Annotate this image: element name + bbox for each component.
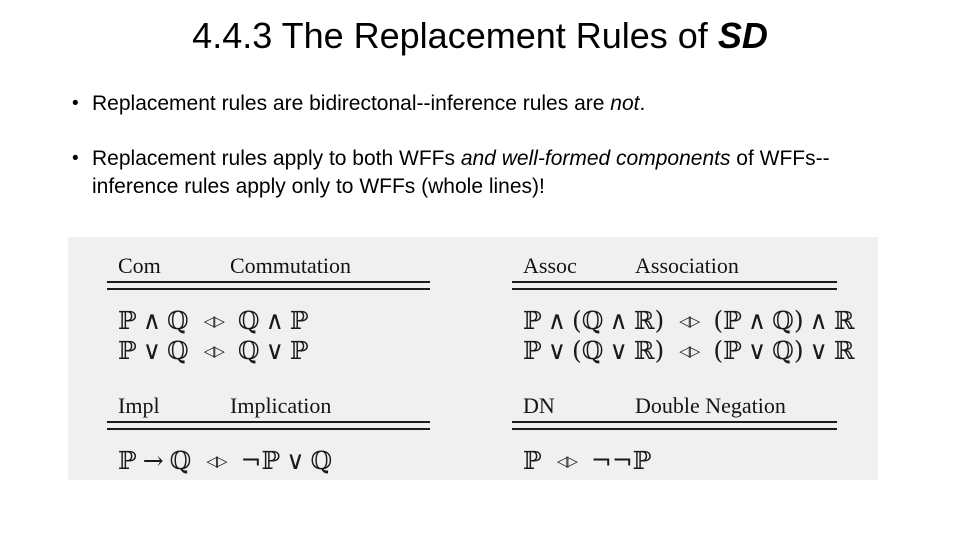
replacement-arrow-icon: ◁▷ xyxy=(679,342,700,360)
bullet-text: Replacement rules are bidirectonal--infe… xyxy=(92,90,645,118)
replacement-arrow-icon: ◁▷ xyxy=(679,312,700,330)
formula-lhs: ℙ ∨ (ℚ ∨ ℝ) xyxy=(523,335,665,365)
replacement-rules-figure: Com Commutation ℙ ∧ ℚ ◁▷ ℚ ∧ ℙ ℙ ∨ ℚ ◁▷ … xyxy=(68,237,878,480)
rule-section-assoc: Assoc Association ℙ ∧ (ℚ ∧ ℝ) ◁▷ (ℙ ∧ ℚ)… xyxy=(512,253,855,365)
replacement-arrow-icon: ◁▷ xyxy=(206,452,227,470)
rule-abbr: Com xyxy=(118,253,161,278)
bullet-text-segment: Replacement rules are bidirectonal--infe… xyxy=(92,92,611,115)
double-rule-divider xyxy=(512,281,837,290)
rule-rows: ℙ ∧ (ℚ ∧ ℝ) ◁▷ (ℙ ∧ ℚ) ∧ ℝ ℙ ∨ (ℚ ∨ ℝ) ◁… xyxy=(512,305,855,365)
formula-rhs: (ℙ ∧ ℚ) ∧ ℝ xyxy=(713,305,855,335)
rule-section-header: Assoc Association xyxy=(512,253,837,278)
bullet-text: Replacement rules apply to both WFFs and… xyxy=(92,145,882,201)
formula-lhs: ℙ ∧ (ℚ ∧ ℝ) xyxy=(523,305,665,335)
formula-rhs: ℚ ∧ ℙ xyxy=(237,305,309,335)
rule-rows: ℙ ◁▷ ¬¬ℙ xyxy=(512,445,837,475)
rule-abbr: Impl xyxy=(118,393,160,418)
rule-row: ℙ ∨ (ℚ ∨ ℝ) ◁▷ (ℙ ∨ ℚ) ∨ ℝ xyxy=(512,335,855,365)
bullet-text-segment: . xyxy=(639,92,646,115)
replacement-arrow-icon: ◁▷ xyxy=(203,342,225,360)
formula-rhs: ¬¬ℙ xyxy=(590,445,652,475)
formula-rhs: ℚ ∨ ℙ xyxy=(237,335,309,365)
slide-title-emphasis: SD xyxy=(717,15,768,56)
rule-name: Double Negation xyxy=(635,393,786,418)
rule-section-impl: Impl Implication ℙ → ℚ ◁▷ ¬ℙ ∨ ℚ xyxy=(107,393,430,475)
rule-section-dn: DN Double Negation ℙ ◁▷ ¬¬ℙ xyxy=(512,393,837,475)
rule-name: Implication xyxy=(230,393,332,418)
formula-lhs: ℙ ∧ ℚ xyxy=(118,305,189,335)
rule-section-header: Com Commutation xyxy=(107,253,430,278)
rule-row: ℙ ∧ ℚ ◁▷ ℚ ∧ ℙ xyxy=(107,305,430,335)
rule-abbr: Assoc xyxy=(523,253,577,278)
formula-lhs: ℙ ∨ ℚ xyxy=(118,335,189,365)
rule-row: ℙ ◁▷ ¬¬ℙ xyxy=(512,445,837,475)
formula-lhs: ℙ xyxy=(523,445,542,475)
rule-rows: ℙ ∧ ℚ ◁▷ ℚ ∧ ℙ ℙ ∨ ℚ ◁▷ ℚ ∨ ℙ xyxy=(107,305,430,365)
bullet-icon: • xyxy=(72,93,79,114)
rule-section-header: DN Double Negation xyxy=(512,393,837,418)
rule-row: ℙ ∨ ℚ ◁▷ ℚ ∨ ℙ xyxy=(107,335,430,365)
rule-section-header: Impl Implication xyxy=(107,393,430,418)
rule-row: ℙ ∧ (ℚ ∧ ℝ) ◁▷ (ℙ ∧ ℚ) ∧ ℝ xyxy=(512,305,855,335)
rule-name: Commutation xyxy=(230,253,351,278)
rule-section-com: Com Commutation ℙ ∧ ℚ ◁▷ ℚ ∧ ℙ ℙ ∨ ℚ ◁▷ … xyxy=(107,253,430,365)
replacement-arrow-icon: ◁▷ xyxy=(556,452,578,470)
bullet-list: • Replacement rules are bidirectonal--in… xyxy=(0,90,960,201)
formula-rhs: (ℙ ∨ ℚ) ∨ ℝ xyxy=(713,335,855,365)
rule-rows: ℙ → ℚ ◁▷ ¬ℙ ∨ ℚ xyxy=(107,445,430,475)
rule-row: ℙ → ℚ ◁▷ ¬ℙ ∨ ℚ xyxy=(107,445,430,475)
list-item: • Replacement rules are bidirectonal--in… xyxy=(72,90,960,118)
replacement-arrow-icon: ◁▷ xyxy=(203,312,225,330)
double-rule-divider xyxy=(512,421,837,430)
bullet-text-italic: not xyxy=(610,92,640,115)
bullet-text-italic: and well-formed components xyxy=(460,147,731,170)
list-item: • Replacement rules apply to both WFFs a… xyxy=(72,145,960,201)
bullet-text-segment: of WFFs--inference rules apply only to W… xyxy=(92,147,830,198)
rule-name: Association xyxy=(635,253,739,278)
rule-abbr: DN xyxy=(523,393,555,418)
slide-title: 4.4.3 The Replacement Rules of SD xyxy=(0,0,960,58)
rules-grid: Com Commutation ℙ ∧ ℚ ◁▷ ℚ ∧ ℙ ℙ ∨ ℚ ◁▷ … xyxy=(107,253,855,475)
slide-title-text: 4.4.3 The Replacement Rules of xyxy=(192,15,718,56)
formula-lhs: ℙ → ℚ xyxy=(118,445,192,475)
formula-rhs: ¬ℙ ∨ ℚ xyxy=(240,445,333,475)
bullet-text-segment: Replacement rules apply to both WFFs xyxy=(92,147,461,170)
bullet-icon: • xyxy=(72,148,79,169)
double-rule-divider xyxy=(107,421,430,430)
double-rule-divider xyxy=(107,281,430,290)
